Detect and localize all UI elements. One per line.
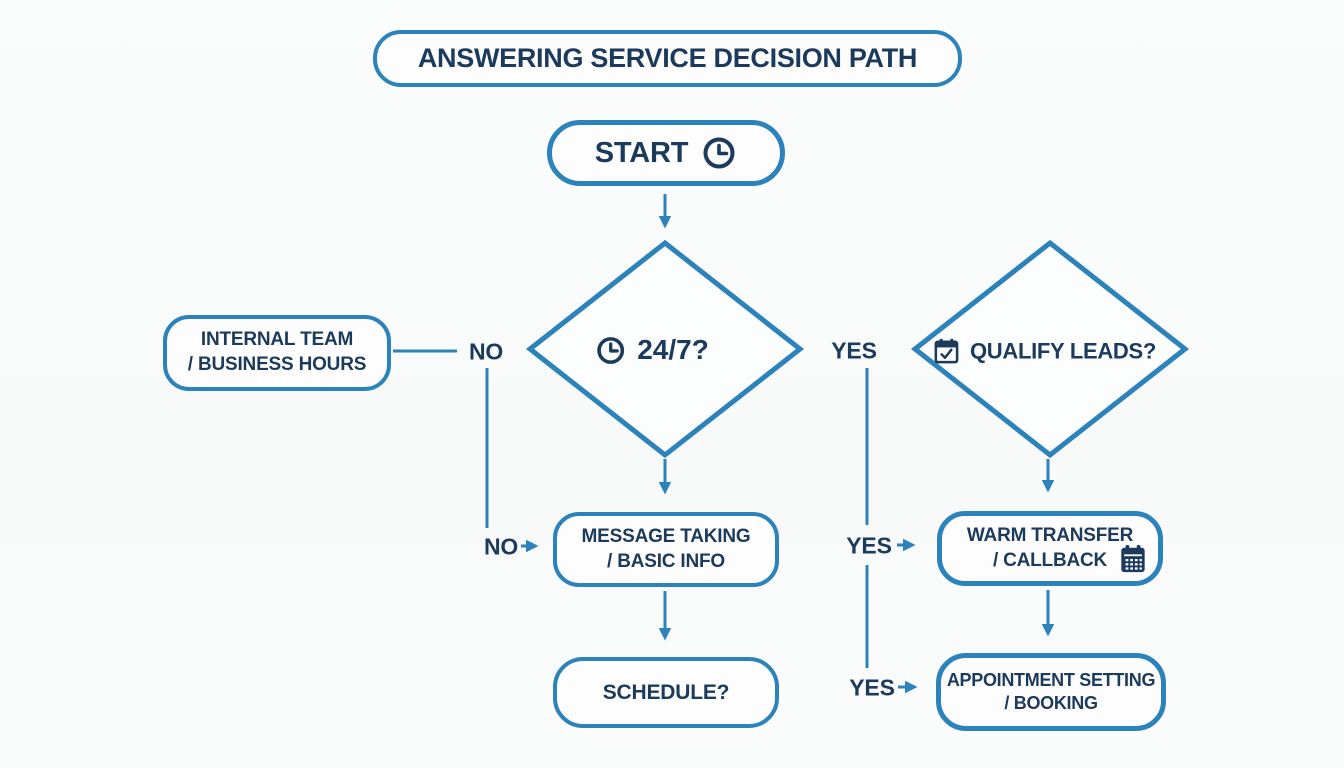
schedule-label: SCHEDULE? — [602, 680, 730, 704]
clock-icon — [701, 135, 737, 171]
message-taking-line1: MESSAGE TAKING — [581, 525, 751, 547]
start-label: START — [594, 136, 689, 169]
calendar-icon — [1119, 544, 1147, 574]
edge-label-yes-appointment: YES — [849, 674, 895, 701]
warm-transfer-line2: / CALLBACK — [992, 549, 1108, 571]
schedule-node: SCHEDULE? — [553, 657, 779, 728]
internal-team-node: INTERNAL TEAM / BUSINESS HOURS — [163, 315, 391, 391]
title-box: ANSWERING SERVICE DECISION PATH — [373, 30, 962, 87]
internal-team-line2: / BUSINESS HOURS — [187, 354, 367, 375]
decision-qualify-leads-content: QUALIFY LEADS? — [932, 337, 1156, 366]
page-title: ANSWERING SERVICE DECISION PATH — [417, 43, 918, 73]
edge-label-no-message: NO — [483, 533, 519, 560]
internal-team-line1: INTERNAL TEAM — [200, 329, 354, 351]
start-node: START — [547, 120, 785, 186]
decision-24-7-content: 24/7? — [595, 334, 709, 366]
decision-qualify-leads-label: QUALIFY LEADS? — [969, 338, 1157, 363]
appointment-setting-node: APPOINTMENT SETTING / BOOKING — [936, 653, 1166, 731]
edge-label-yes-warm-transfer: YES — [846, 532, 892, 559]
clock-icon — [595, 335, 626, 366]
edge-label-no-internal: NO — [468, 338, 504, 365]
appointment-setting-line1: APPOINTMENT SETTING — [946, 669, 1156, 690]
message-taking-node: MESSAGE TAKING / BASIC INFO — [553, 512, 779, 587]
edge-label-yes-24-7: YES — [831, 337, 877, 364]
calendar-check-icon — [932, 337, 961, 366]
decision-diamond-24-7 — [525, 239, 805, 459]
warm-transfer-line1: WARM TRANSFER — [966, 524, 1134, 546]
warm-transfer-node: WARM TRANSFER / CALLBACK — [937, 511, 1163, 586]
decision-24-7-label: 24/7? — [637, 334, 709, 365]
message-taking-line2: / BASIC INFO — [607, 550, 725, 572]
appointment-setting-line2: / BOOKING — [1004, 693, 1098, 713]
decision-diamond-qualify-leads — [910, 239, 1190, 459]
